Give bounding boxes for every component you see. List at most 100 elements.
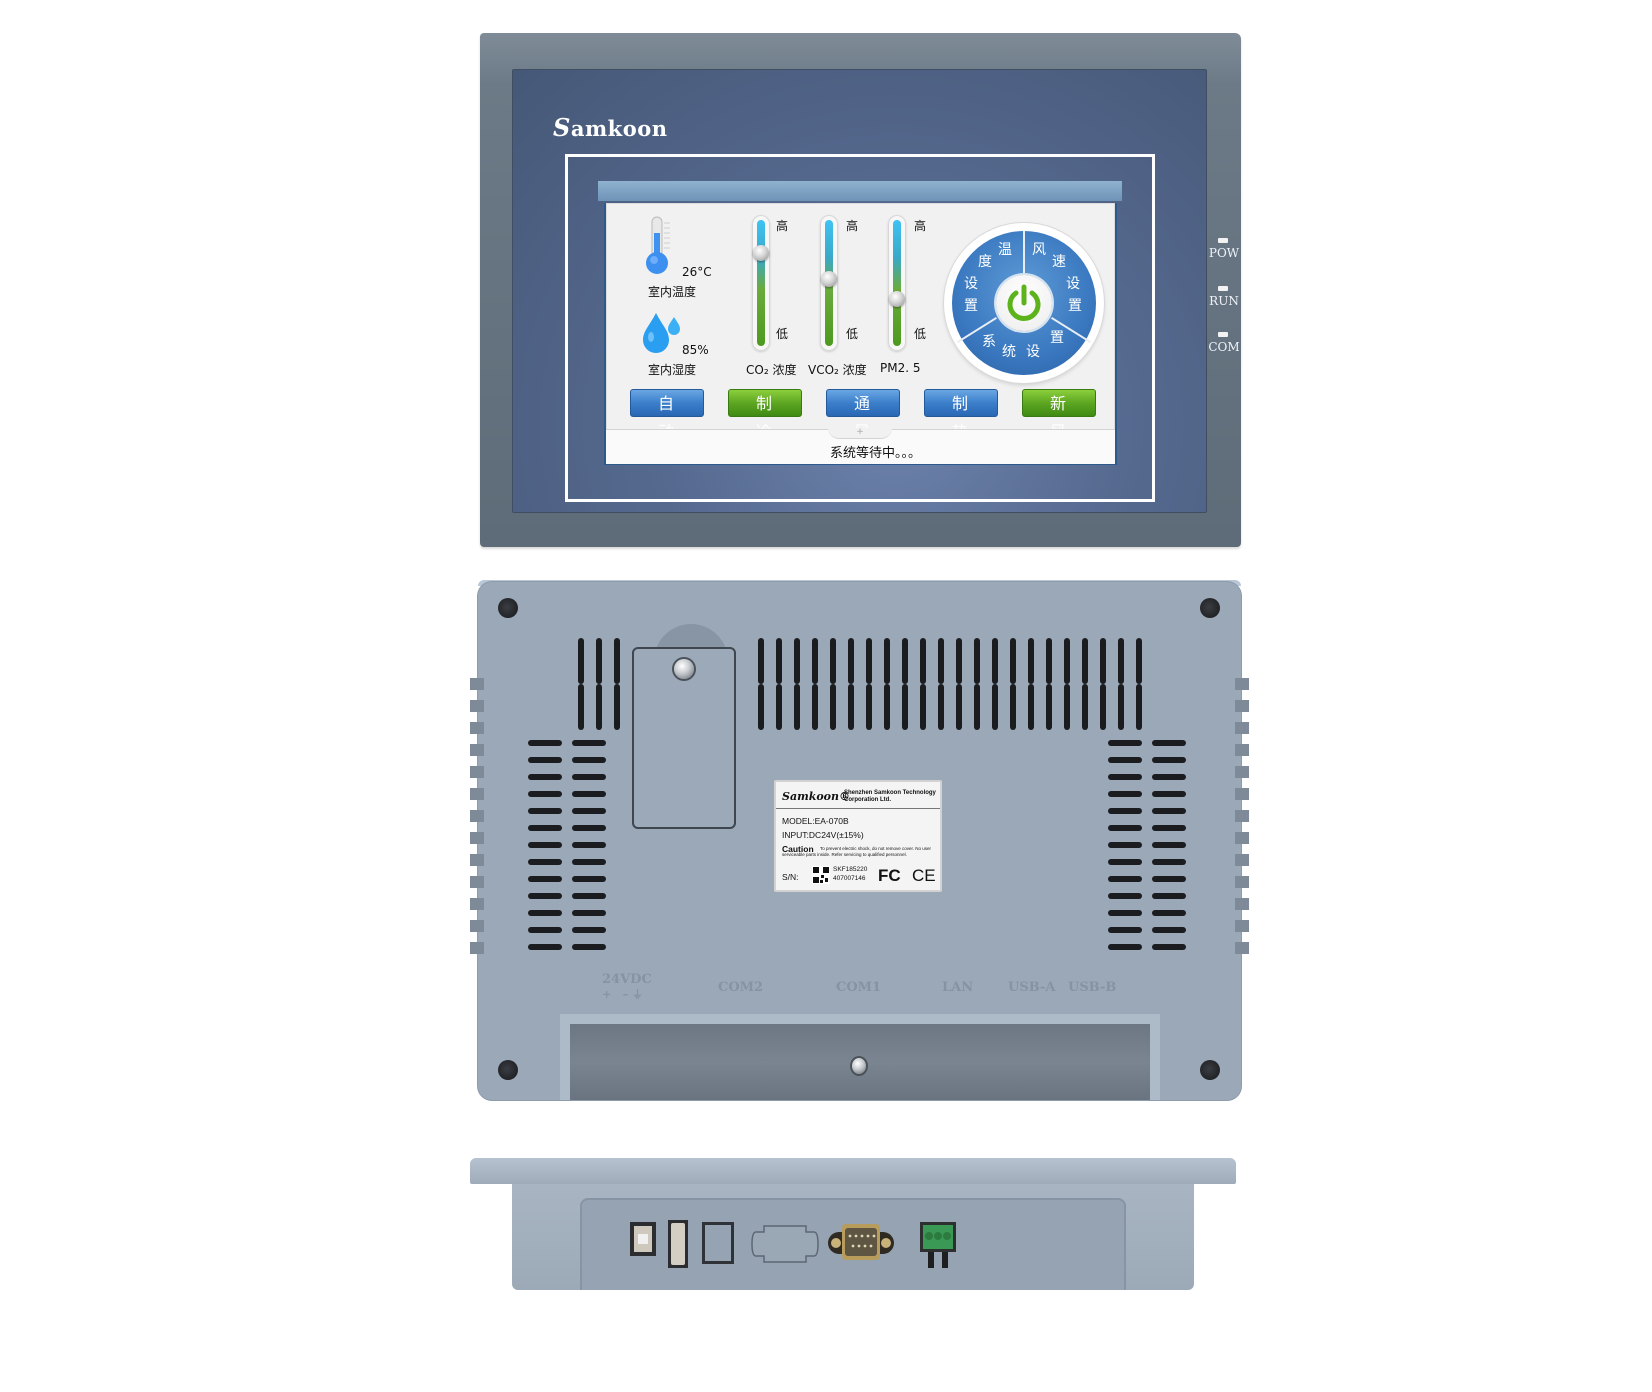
cooling-fin — [470, 810, 484, 822]
cooling-fin — [470, 832, 484, 844]
co2-low-label: 低 — [776, 327, 789, 341]
cooling-fin — [470, 678, 484, 690]
run-led-icon — [1218, 286, 1228, 291]
vent-slot — [794, 684, 800, 730]
mounting-hole-icon — [498, 1060, 518, 1080]
thermometer-icon — [646, 216, 670, 274]
system-settings-segment[interactable]: 系 统 设 置 — [982, 330, 1064, 360]
slider-knob[interactable] — [821, 271, 837, 287]
vent-slot — [1082, 638, 1088, 684]
vent-slot — [528, 893, 562, 899]
pm25-low-label: 低 — [914, 327, 927, 341]
fan-speed-settings-segment[interactable]: 风 速 设 置 — [1032, 242, 1082, 314]
vent-slot — [1064, 638, 1070, 684]
status-text: 系统等待中。。。 — [830, 446, 922, 461]
status-bar-handle[interactable]: + — [828, 428, 892, 439]
vent-slot — [992, 638, 998, 684]
port-label-com1: COM1 — [836, 980, 882, 995]
vent-slot — [848, 684, 854, 730]
vent-slot — [614, 638, 620, 684]
right-vent-grille — [1108, 740, 1198, 970]
usb-b-port[interactable] — [630, 1222, 656, 1256]
temperature-settings-segment[interactable]: 温 度 设 置 — [964, 242, 1012, 314]
humidity-value: 85% — [682, 343, 709, 357]
vent-slot — [572, 842, 606, 848]
lan-port[interactable] — [702, 1222, 734, 1264]
humidity-drop-icon — [643, 313, 680, 353]
power-terminal[interactable] — [920, 1220, 956, 1270]
vent-slot — [1152, 944, 1186, 950]
cooling-fin — [470, 788, 484, 800]
vent-slot — [992, 684, 998, 730]
fresh-air-mode-button[interactable]: 新 风 — [1022, 389, 1096, 441]
cooling-fin — [470, 744, 484, 756]
vent-slot — [596, 638, 602, 684]
vent-slot — [812, 684, 818, 730]
usb-b-port-shell — [634, 1226, 652, 1252]
cooling-fin — [470, 854, 484, 866]
mounting-hole-icon — [1200, 598, 1220, 618]
temperature-label: 室内温度 — [648, 285, 697, 299]
vent-slot — [572, 859, 606, 865]
dial-ring: 温 度 设 置 风 速 设 置 系 统 — [952, 231, 1096, 375]
vent-slot — [1152, 927, 1186, 933]
nameplate-caution-text: To prevent electric shock, do not remove… — [782, 846, 932, 857]
vent-slot — [776, 684, 782, 730]
slider-knob[interactable] — [753, 245, 769, 261]
vent-slot — [1100, 684, 1106, 730]
cooling-fin — [470, 942, 484, 954]
cooling-fin — [470, 920, 484, 932]
ventilation-mode-button[interactable]: 通 风 — [826, 389, 900, 441]
nameplate-brand: Samkoon® — [782, 790, 851, 803]
mounting-hole-icon — [1200, 1060, 1220, 1080]
cooling-fin — [1235, 810, 1249, 822]
vent-slot — [1028, 684, 1034, 730]
vent-slot — [758, 684, 764, 730]
vent-slot — [1010, 638, 1016, 684]
battery-cover[interactable] — [632, 647, 736, 829]
port-label-usb-a: USB-A — [1008, 980, 1056, 995]
slider-knob[interactable] — [889, 291, 905, 307]
port-label-usb-b: USB-B — [1068, 980, 1117, 995]
vent-slot — [902, 638, 908, 684]
run-led-label: RUN — [1209, 294, 1239, 308]
pm25-slider[interactable] — [888, 215, 906, 351]
vent-slot — [572, 757, 606, 763]
heating-mode-button[interactable]: 制 热 — [924, 389, 998, 441]
vent-slot — [1152, 774, 1186, 780]
vent-slot — [884, 684, 890, 730]
co2-slider[interactable] — [752, 215, 770, 351]
com1-db9-port[interactable] — [826, 1220, 896, 1266]
vent-slot — [1152, 893, 1186, 899]
nameplate-sn-label: S/N: — [782, 872, 799, 882]
nameplate-input: INPUT:DC24V(±15%) — [782, 830, 864, 840]
qr-code-icon — [812, 866, 830, 884]
vent-slot — [572, 876, 606, 882]
vent-slot — [830, 684, 836, 730]
vent-slot — [1118, 684, 1124, 730]
auto-mode-button[interactable]: 自 动 — [630, 389, 704, 441]
nameplate-caution-title: Caution — [782, 844, 814, 854]
vent-slot — [758, 638, 764, 684]
power-button[interactable] — [996, 275, 1052, 331]
usb-a-port[interactable] — [668, 1220, 688, 1268]
slider-track — [757, 220, 765, 346]
fcc-mark-icon: FC — [878, 866, 901, 885]
vent-slot — [528, 944, 562, 950]
vent-slot — [956, 684, 962, 730]
cooling-mode-button[interactable]: 制 冷 — [728, 389, 802, 441]
vent-slot — [1046, 684, 1052, 730]
vent-slot — [1152, 910, 1186, 916]
vent-slot — [1118, 638, 1124, 684]
brand-logo-text: amkoon — [570, 116, 668, 141]
cooling-fin — [1235, 700, 1249, 712]
usb-b-port-tongue — [638, 1234, 648, 1244]
com2-port[interactable] — [750, 1222, 820, 1266]
vco2-slider[interactable] — [820, 215, 838, 351]
temperature-value: 26°C — [682, 265, 712, 279]
vent-slot — [1152, 876, 1186, 882]
vent-slot — [920, 684, 926, 730]
ce-mark-icon: CE — [912, 866, 936, 885]
settings-dial-menu: 温 度 设 置 风 速 设 置 系 统 — [944, 223, 1104, 383]
vent-slot — [1152, 791, 1186, 797]
